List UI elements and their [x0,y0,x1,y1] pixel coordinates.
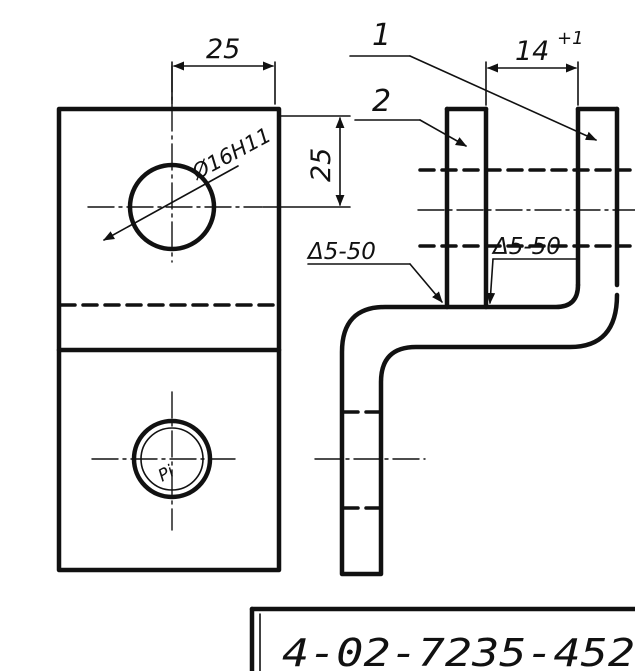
dim-slot-14: 14 [515,36,549,67]
lower-hole-mark: Pi [155,462,178,487]
plate-outline [56,106,282,573]
weld-note-right: Δ5-50 [491,234,561,260]
bent-leg [339,282,620,577]
leader-1-label: 1 [372,18,391,53]
weld-right-leader [486,258,496,305]
dim-horizontal-25: 25 [206,34,240,65]
weld-note-left: Δ5-50 [306,239,376,265]
dim-vertical-25: 25 [306,148,337,182]
leader-1 [409,55,598,141]
drawing-code: 4-02-7235-452 [282,631,635,671]
diameter-label: Ø16H11 [187,123,275,185]
leader-2-label: 2 [372,84,391,119]
left-view: Pi 25 25 Ø16H11 [56,34,351,573]
diameter-leader [103,165,239,241]
weld-left-leader [409,263,443,303]
title-block: 4-02-7235-452 [249,606,635,671]
right-view: 14 +1 1 2 Δ5-50 Δ5-50 [306,18,635,577]
dim-slot-tolerance: +1 [557,28,584,49]
leader-2 [419,119,467,147]
